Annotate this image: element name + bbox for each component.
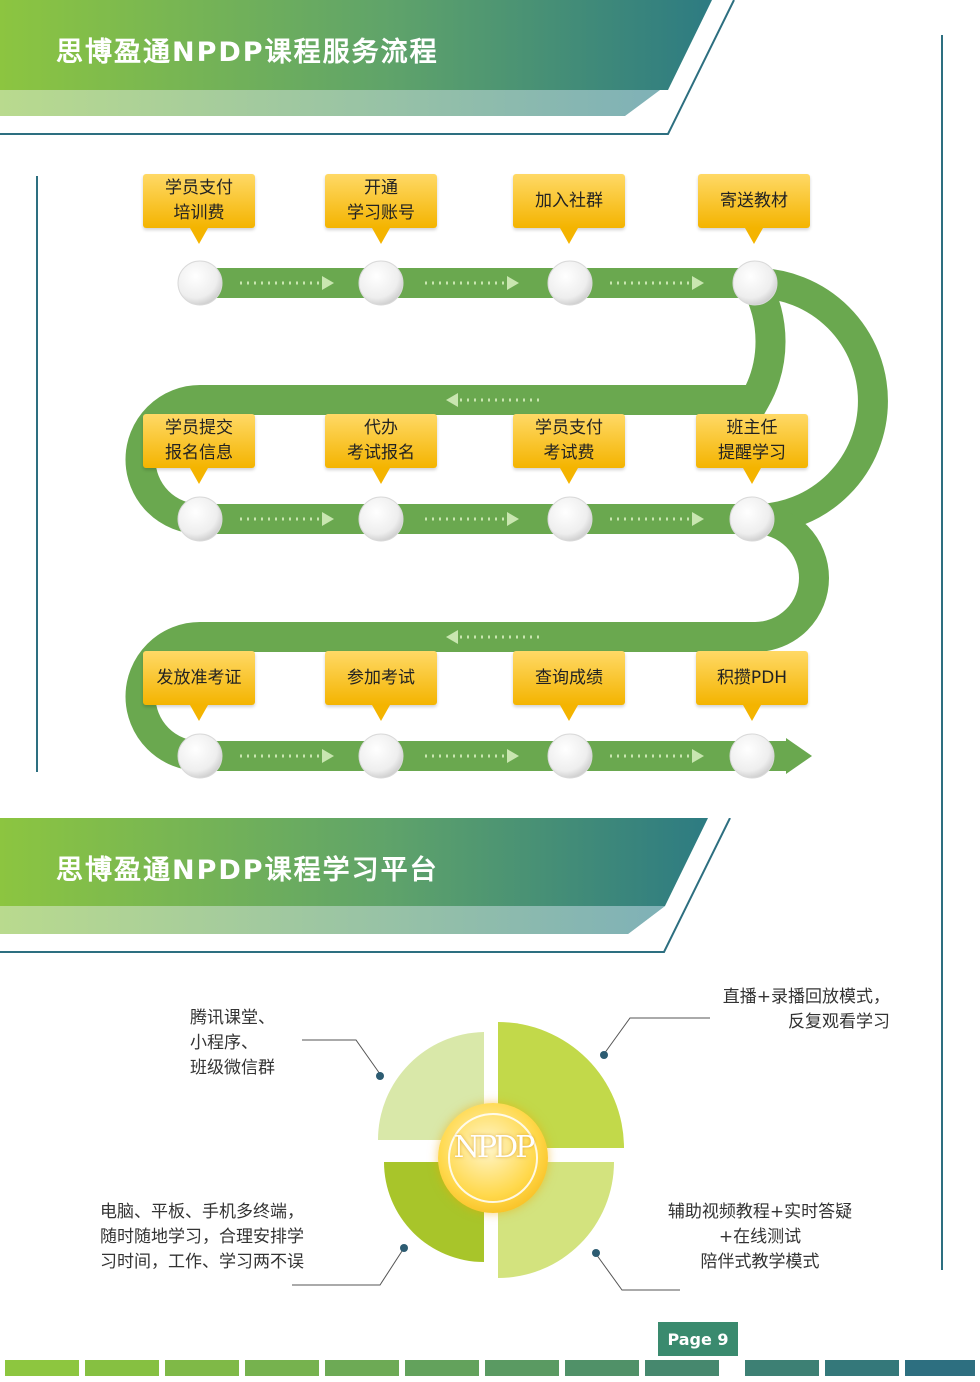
platform-title: 思博盈通NPDP课程学习平台 bbox=[56, 855, 439, 886]
step-exam-registration: 代办 考试报名 bbox=[325, 414, 437, 484]
platform-multi-device-text: 电脑、平板、手机多终端， 随时随地学习，合理安排学 习时间，工作、学习两不误 bbox=[100, 1202, 304, 1272]
platform-banner-graphic bbox=[0, 818, 731, 953]
step-take-exam: 参加考试 bbox=[325, 651, 437, 721]
npdp-seal-logo: NPDP bbox=[438, 1103, 548, 1213]
end-arrow bbox=[786, 738, 812, 774]
step-admission-ticket: 发放准考证 bbox=[143, 651, 255, 721]
process-banner: 思博盈通NPDP课程服务流程 bbox=[0, 0, 980, 140]
step-send-materials: 寄送教材 bbox=[698, 174, 810, 244]
logo-ring bbox=[448, 1113, 538, 1203]
step-join-community: 加入社群 bbox=[513, 174, 625, 244]
step-study-reminder: 班主任 提醒学习 bbox=[696, 414, 808, 484]
platform-assist-text: 辅助视频教程+实时答疑 +在线测试 陪伴式教学模式 bbox=[667, 1202, 853, 1272]
page-number: Page 9 bbox=[658, 1322, 738, 1356]
left-rule bbox=[36, 176, 38, 772]
platform-live-text: 直播+录播回放模式， 反复观看学习 bbox=[722, 987, 890, 1032]
process-banner-graphic bbox=[0, 0, 735, 135]
step-pay-training-fee: 学员支付 培训费 bbox=[143, 174, 255, 244]
logo-monogram: NPDP bbox=[453, 1130, 536, 1165]
path-nodes bbox=[177, 260, 778, 779]
process-path bbox=[125, 260, 888, 779]
quadrant-top-left bbox=[378, 1032, 484, 1140]
step-accumulate-pdh: 积攒PDH bbox=[696, 651, 808, 721]
right-rule bbox=[941, 35, 943, 1270]
step-submit-registration: 学员提交 报名信息 bbox=[143, 414, 255, 484]
process-title: 思博盈通NPDP课程服务流程 bbox=[56, 37, 439, 68]
snake-path bbox=[200, 268, 888, 534]
step-check-score: 查询成绩 bbox=[513, 651, 625, 721]
platform-tencent-text: 腾讯课堂、 小程序、 班级微信群 bbox=[190, 1008, 275, 1078]
platform-banner: 思博盈通NPDP课程学习平台 bbox=[0, 818, 980, 958]
step-pay-exam-fee: 学员支付 考试费 bbox=[513, 414, 625, 484]
step-open-account: 开通 学习账号 bbox=[325, 174, 437, 244]
